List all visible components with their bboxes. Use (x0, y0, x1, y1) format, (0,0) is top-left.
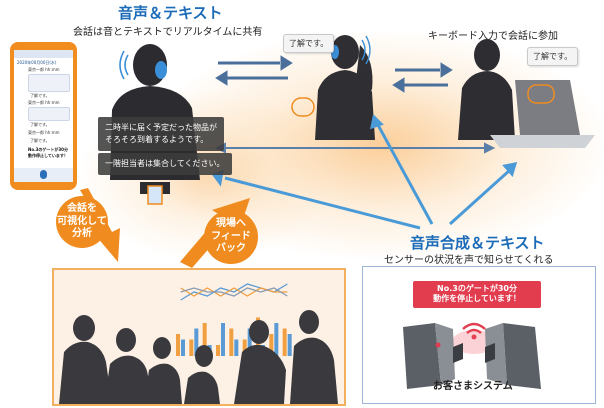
laptop-user-silhouette (458, 39, 515, 140)
meeting-people-silhouettes (59, 310, 338, 404)
phone-entry-6: 了解です。 (30, 138, 50, 143)
phone-header-bar (14, 50, 73, 58)
man-headset-icon (155, 61, 167, 79)
chart-bar (216, 345, 220, 356)
microphone-icon (40, 170, 47, 179)
chart-bar (194, 328, 199, 356)
chart-bar (247, 328, 252, 356)
sync-arrow-long (214, 142, 496, 154)
chart-bar (189, 339, 194, 356)
chart-bar (287, 334, 292, 356)
man-sound-waves-icon (119, 50, 129, 80)
woman-speech-bubble: 了解です。 (283, 34, 335, 53)
phone-chat-row (28, 74, 70, 92)
phone-date: 2020年00月00日(水) (17, 60, 57, 65)
phone-chat-row (28, 107, 70, 121)
woman-sound-waves-icon (361, 35, 371, 65)
chart-bar (242, 339, 247, 356)
laptop-speech-bubble: 了解です。 (527, 47, 579, 66)
woman-phone-highlight (291, 97, 315, 117)
smartphone: 2020年00月00日(水) 東京一郎 hh:mm 了解です。 東京一郎 hh:… (10, 42, 77, 190)
sync-arrow-right (392, 62, 453, 93)
gate-alert-sign: No.3のゲートが30分 動作を停止しています！ (413, 281, 541, 308)
chart-bar (269, 334, 274, 356)
chart-line (180, 287, 288, 297)
chart-bar (234, 339, 239, 356)
phone-alert-2: 動作停止しています！ (28, 153, 68, 158)
phone-entry-3: 東京一郎 hh:mm (28, 100, 60, 105)
blue-arrow-up-center (370, 113, 434, 225)
phone-screen: 2020年00月00日(水) 東京一郎 hh:mm 了解です。 東京一郎 hh:… (14, 50, 73, 182)
circle-visualize-analyze: 会話を 可視化して 分析 (56, 196, 108, 248)
message-bubble-1: 二時半に届く予定だった物品が そろそろ到着するようです。 (98, 117, 224, 151)
chart-bar (229, 328, 234, 356)
customer-system-label: お客さまシステム (433, 381, 513, 392)
chart-bar (176, 334, 180, 356)
customer-system-panel: No.3のゲートが30分 動作を停止しています！ お客さまシステム (362, 266, 596, 404)
meeting-analysis-panel (52, 268, 346, 406)
circle-field-feedback: 現場へ フィード バック (204, 210, 258, 264)
sync-arrow-top (215, 55, 293, 86)
phone-entry-4: 了解です。 (30, 122, 50, 127)
ticket-gate-illustration (403, 322, 541, 389)
chart-bar (202, 323, 207, 356)
chart-bar (221, 323, 225, 356)
phone-entry-1: 東京一郎 hh:mm (28, 67, 60, 72)
message-bubble-2: 一階担当者は集合してください。 (98, 153, 232, 175)
chart-bar (181, 339, 185, 356)
chart-bar (274, 323, 279, 356)
phone-entry-5: 東京一郎 hh:mm (28, 130, 60, 135)
chart-bar (282, 328, 287, 356)
top-subtitle: 会話は音とテキストでリアルタイムに共有 (73, 27, 263, 38)
phone-alert-1: No.3のゲートが30分 (28, 147, 68, 152)
laptop-highlight (527, 84, 555, 104)
blue-arrow-up-right (448, 162, 518, 226)
woman-silhouette (315, 35, 375, 140)
bottom-right-subtitle: センサーの状況を声で知らせてくれる (384, 255, 554, 266)
wifi-icon (462, 322, 486, 334)
bottom-right-title: 音声合成＆テキスト (410, 234, 545, 252)
phone-entry-2: 了解です。 (30, 93, 50, 98)
chart-line (180, 287, 288, 297)
top-title: 音声＆テキスト (118, 4, 223, 22)
man-device-icon (147, 185, 163, 205)
laptop-icon (515, 80, 580, 135)
keyboard-caption: キーボード入力で会話に参加 (428, 31, 558, 42)
